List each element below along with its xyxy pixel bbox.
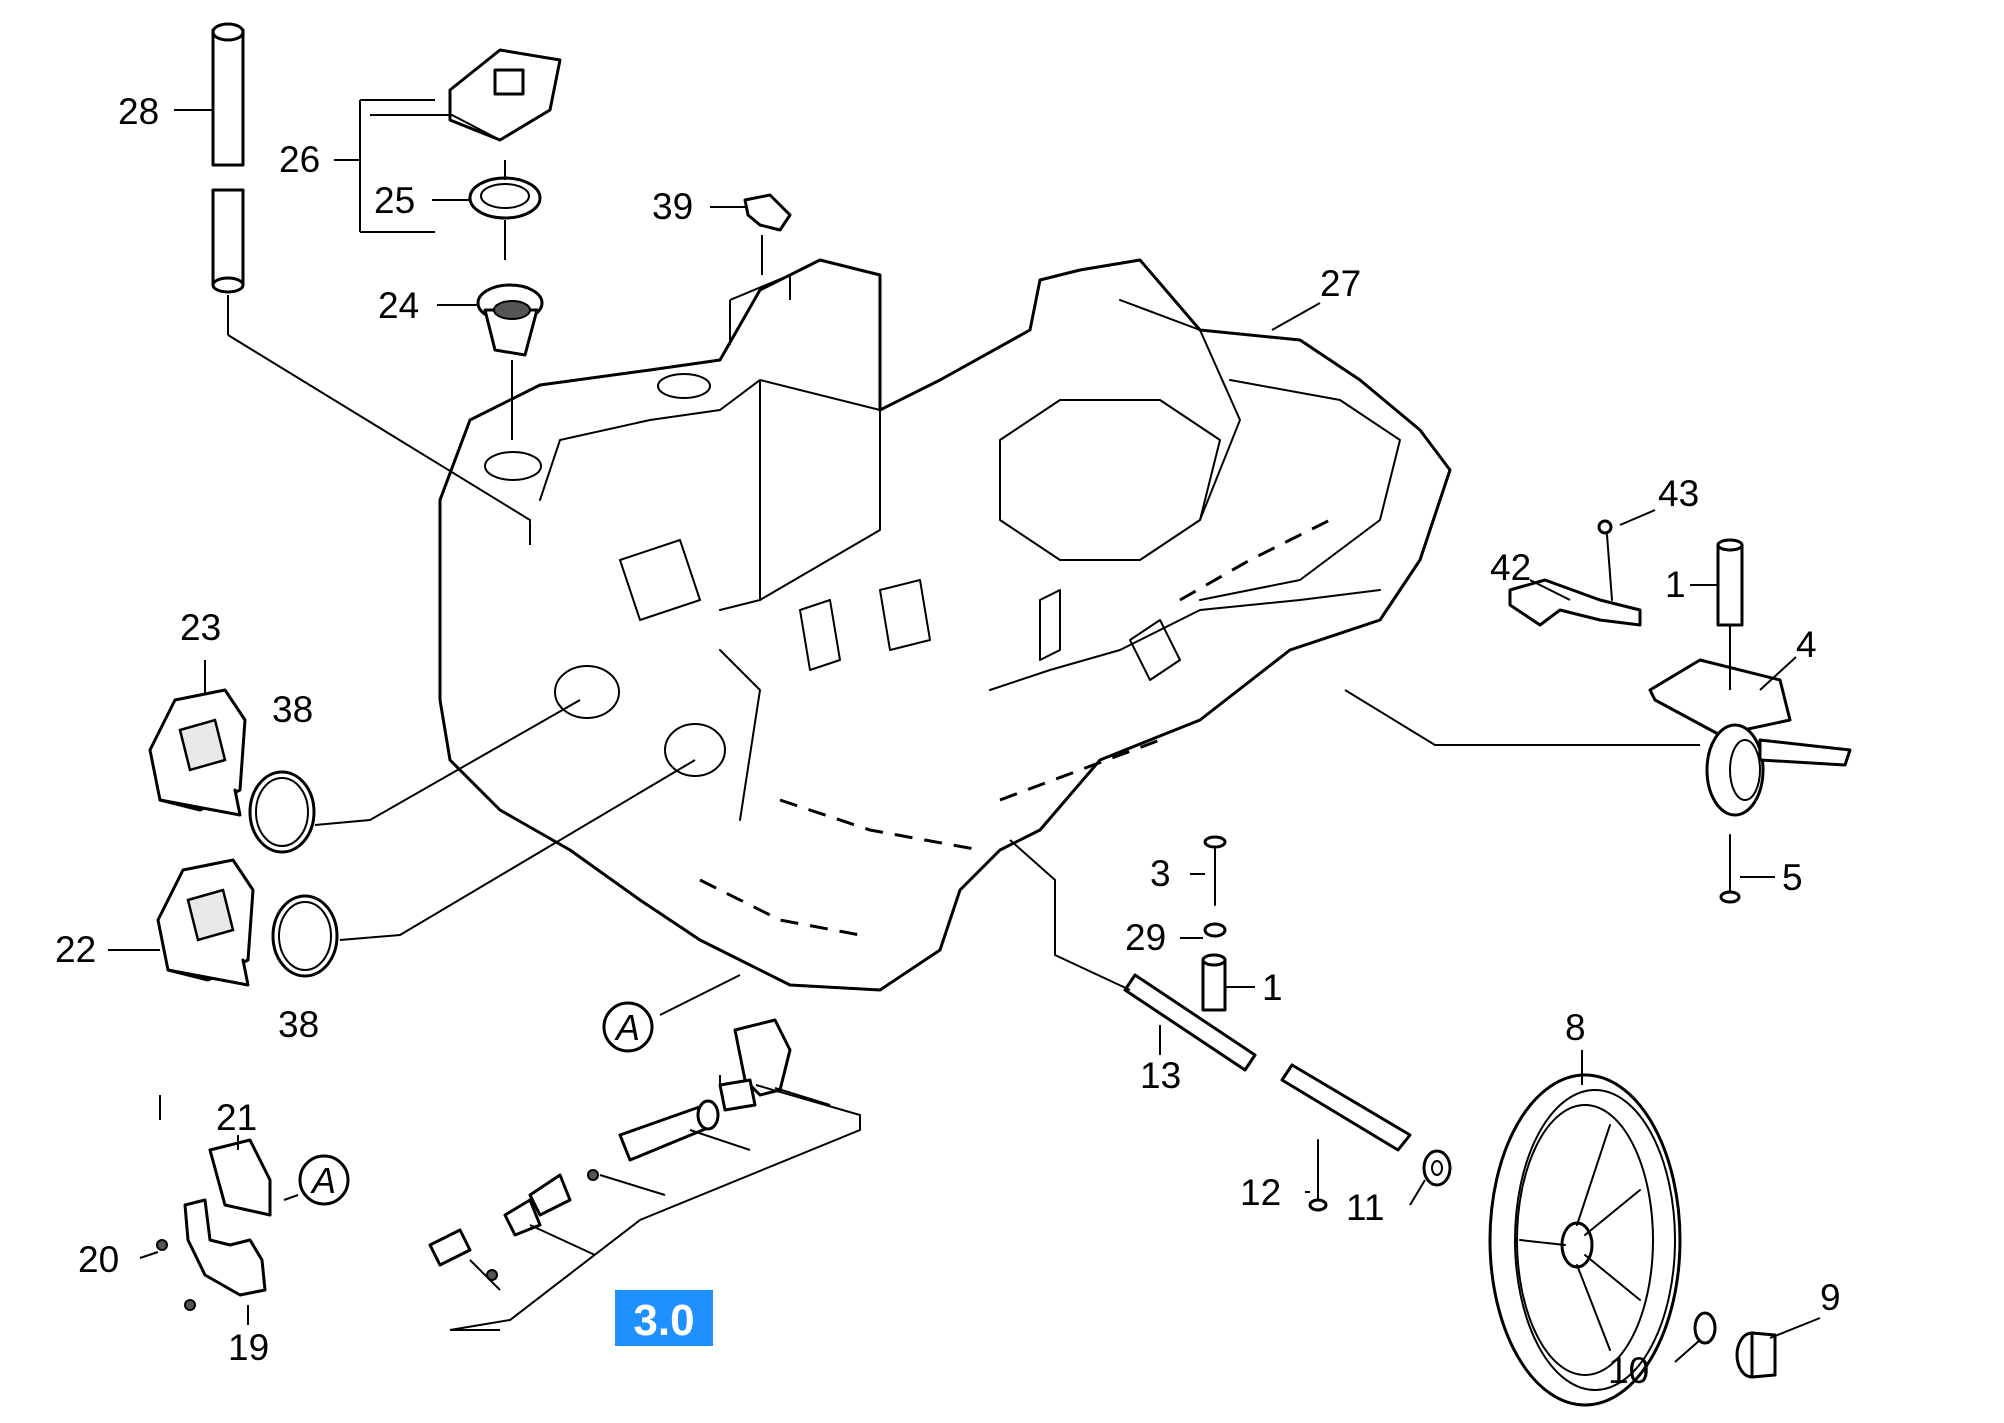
- part-3-bolt: [1203, 835, 1227, 906]
- part-13-axle: [1123, 973, 1257, 1072]
- part-9-cap: [1735, 1331, 1777, 1379]
- label-28: 28: [118, 91, 159, 132]
- part-10-washer: [1693, 1311, 1717, 1345]
- hose-assembly: [428, 1018, 792, 1281]
- part-12-bolt: [1308, 1139, 1328, 1212]
- part-43-screw: [1597, 519, 1613, 601]
- label-8: 8: [1565, 1007, 1586, 1048]
- part-29-washer: [1203, 922, 1227, 938]
- part-11-washer: [1422, 1149, 1452, 1187]
- part-1-pin-upper: [1716, 538, 1744, 627]
- callout-a-upper-letter: A: [614, 1007, 640, 1048]
- part-26-cap: [448, 48, 562, 142]
- callout-a-lower-letter: A: [310, 1160, 336, 1201]
- part-25-seal: [468, 176, 542, 220]
- part-8-wheel: [1488, 1073, 1682, 1407]
- part-5-bolt: [1719, 834, 1741, 904]
- part-number-labels: 28 26 25 24 39 27 23 38 22 38 21 20 19 4…: [55, 91, 1841, 1391]
- label-25: 25: [374, 180, 415, 221]
- label-21: 21: [216, 1097, 257, 1138]
- part-4-caster: [1648, 658, 1852, 817]
- label-29: 29: [1125, 917, 1166, 958]
- callout-a-lower: A: [298, 1154, 350, 1206]
- label-10: 10: [1608, 1350, 1649, 1391]
- part-axle-wheel: [1280, 1063, 1412, 1152]
- label-38-lower: 38: [278, 1004, 319, 1045]
- section-badge-text: 3.0: [633, 1296, 694, 1345]
- leader-lines: [108, 99, 1821, 1363]
- label-11: 11: [1346, 1187, 1384, 1228]
- label-20: 20: [78, 1239, 119, 1280]
- main-housing: [438, 258, 1452, 992]
- label-1-upper: 1: [1665, 564, 1686, 605]
- label-43: 43: [1658, 473, 1699, 514]
- part-28-tube: [211, 22, 245, 294]
- section-badge[interactable]: 3.0: [615, 1290, 713, 1346]
- label-38-upper: 38: [272, 689, 313, 730]
- label-3: 3: [1150, 853, 1171, 894]
- label-23: 23: [180, 607, 221, 648]
- label-1-lower: 1: [1262, 967, 1283, 1008]
- part-39-clip: [743, 193, 792, 232]
- label-22: 22: [55, 929, 96, 970]
- label-27: 27: [1320, 263, 1361, 304]
- part-22-latch: [156, 858, 255, 987]
- label-9: 9: [1820, 1277, 1841, 1318]
- label-5: 5: [1782, 857, 1803, 898]
- label-13: 13: [1140, 1055, 1181, 1096]
- part-1-pin-lower: [1201, 953, 1227, 1012]
- callout-a-upper: A: [602, 1001, 654, 1053]
- label-19: 19: [228, 1327, 269, 1368]
- part-24-filter: [476, 283, 544, 357]
- part-23-latch: [148, 688, 247, 817]
- part-42-bracket: [1508, 578, 1642, 627]
- label-39: 39: [652, 186, 693, 227]
- label-4: 4: [1796, 624, 1817, 665]
- part-21-19-bracket: [156, 1138, 272, 1311]
- label-42: 42: [1490, 547, 1531, 588]
- label-24: 24: [378, 285, 419, 326]
- label-12: 12: [1240, 1172, 1281, 1213]
- label-26: 26: [279, 139, 320, 180]
- part-38-o-rings: [248, 770, 339, 978]
